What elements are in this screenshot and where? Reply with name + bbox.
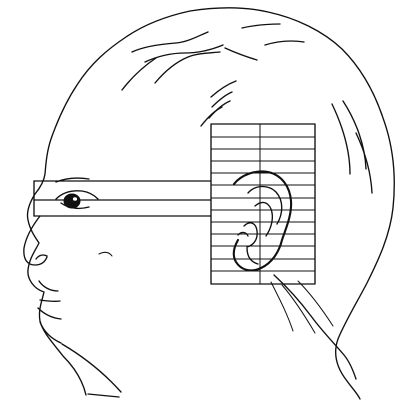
side-hair-strand-3	[356, 133, 372, 193]
ear-lobe-detail	[247, 248, 258, 264]
crown-hair-strand-7	[242, 24, 280, 28]
side-hair-strand-1	[332, 104, 350, 174]
crown-hair-strand-1	[132, 32, 208, 52]
upper-lip	[39, 281, 58, 291]
temple-hair-tuft-1	[211, 81, 236, 97]
ear-concha	[244, 223, 257, 247]
mouth-line	[40, 300, 60, 301]
lower-lip	[38, 308, 61, 319]
side-hair-strand-2	[343, 101, 366, 169]
temple-hair-tuft-4	[201, 107, 222, 126]
temple-hair-tuft-3	[209, 101, 230, 118]
ear-grid-frame	[211, 124, 315, 284]
lower-hair-wisp-3	[271, 282, 293, 331]
nose-bridge-and-tip	[24, 216, 47, 265]
crown-hair-strand-5	[225, 48, 257, 60]
cheek-mark	[99, 252, 112, 256]
crown-hair-strand-6	[265, 41, 304, 45]
neck-front	[88, 394, 119, 397]
eye-highlight	[73, 197, 77, 201]
lower-hair-wisp-2	[298, 281, 333, 326]
jawline	[62, 344, 121, 392]
crown-hair-strand-3	[155, 52, 220, 83]
nostril-curve	[36, 255, 47, 259]
lower-hair-wisp-1	[282, 285, 315, 333]
crown-hair-strand-4	[122, 58, 156, 90]
ear-helix-inner	[248, 187, 282, 225]
eye-iris	[64, 194, 80, 208]
